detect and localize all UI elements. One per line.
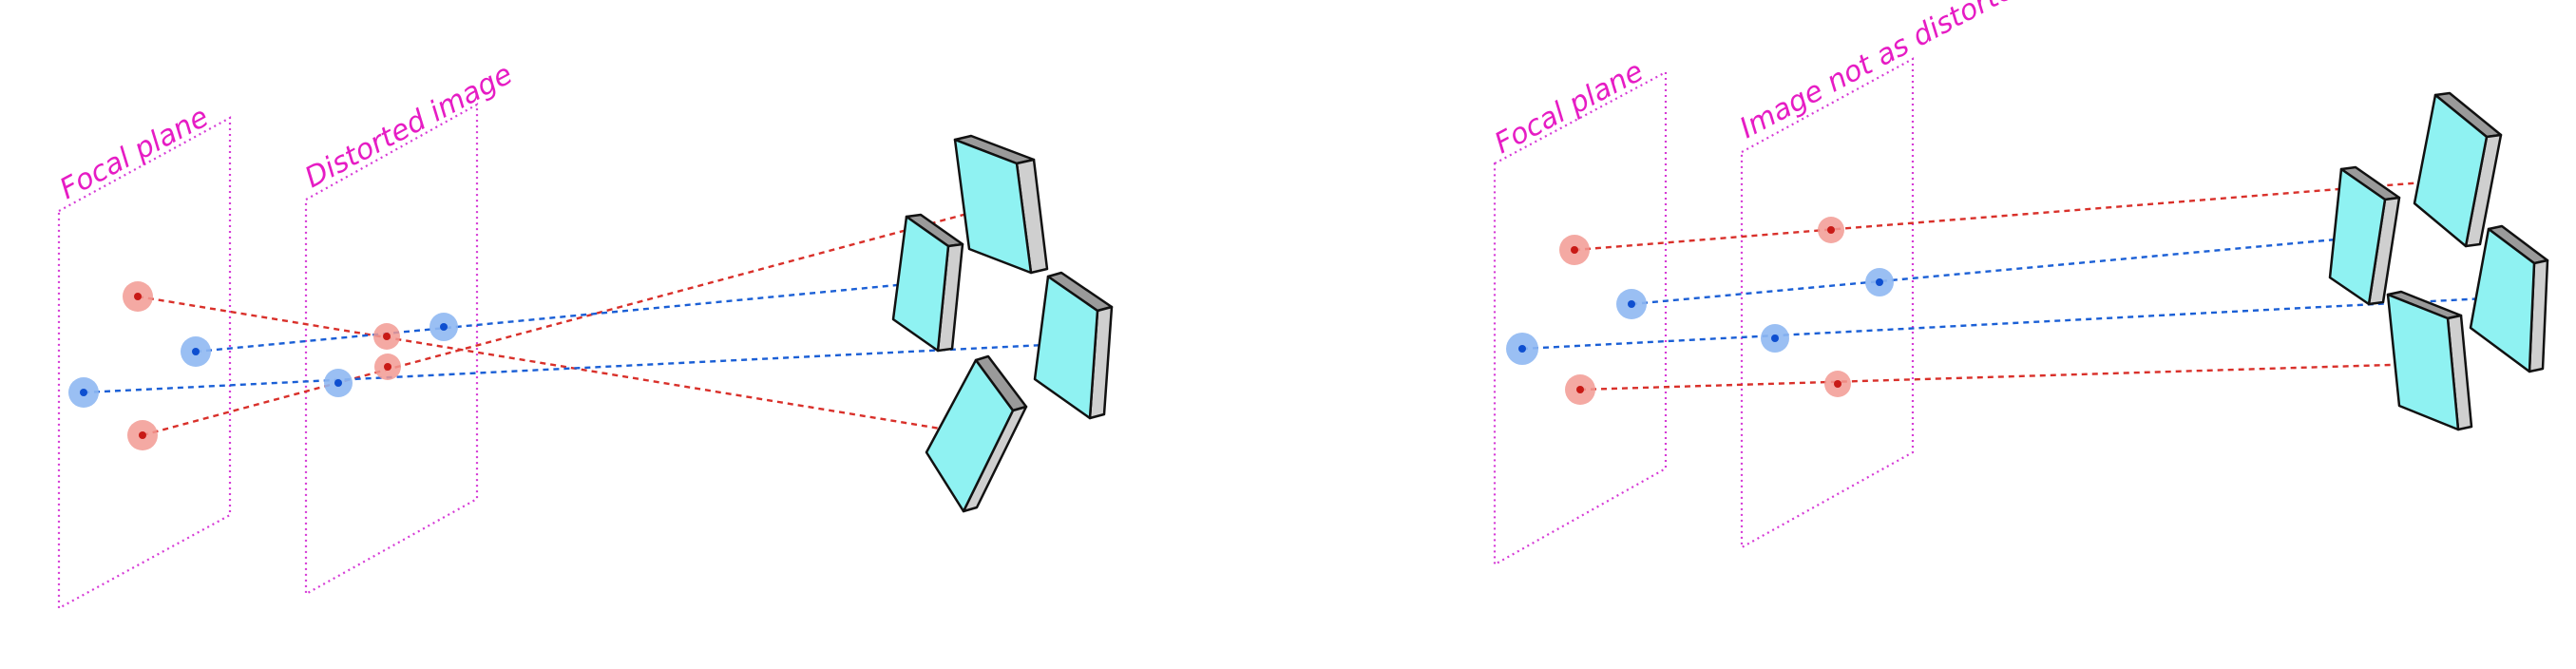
left-focal-plane	[57, 116, 232, 610]
right-blue-ray-lower	[1521, 296, 2505, 351]
left-focal-red-point	[139, 431, 146, 439]
right-focal-plane-label: Focal plane	[1489, 55, 1649, 161]
right-image-plane-label: Image not as distorted	[1734, 0, 2036, 145]
left-image-red-point	[383, 333, 391, 340]
right-red-ray-upper	[1574, 179, 2448, 252]
left-focal-blue-point	[80, 389, 87, 396]
right-focal-red-point	[1571, 246, 1578, 254]
right-image-plane	[1740, 57, 1915, 549]
left-mirror-upper-left	[891, 213, 964, 353]
left-image-blue-point	[334, 379, 342, 387]
left-mirror-bottom	[925, 354, 1028, 513]
right-mirror-left	[2328, 165, 2401, 306]
right-focal-blue-point	[1628, 300, 1635, 308]
left-image-blue-point	[440, 323, 448, 331]
left-focal-plane-label: Focal plane	[54, 101, 214, 206]
right-image-red-point	[1834, 380, 1841, 388]
right-mirror-right	[2469, 224, 2549, 373]
left-focal-blue-point	[192, 348, 200, 355]
left-focal-red-point	[134, 293, 142, 300]
right-image-red-point	[1827, 226, 1835, 234]
left-blue-ray-upper	[195, 281, 918, 354]
right-mirror-top	[2413, 91, 2503, 248]
right-image-blue-point	[1771, 334, 1779, 342]
left-mirror-top	[953, 134, 1049, 275]
left-blue-ray-lower	[83, 342, 1065, 394]
left-red-ray-upper	[137, 295, 970, 435]
right-focal-blue-point	[1518, 345, 1526, 353]
left-red-ray-lower	[142, 202, 1003, 437]
right-mirror-bottom	[2386, 290, 2473, 431]
right-focal-red-point	[1576, 386, 1584, 393]
left-image-red-point	[384, 363, 391, 371]
left-mirror-right	[1033, 271, 1114, 420]
left-panel: Focal plane Distorted image	[54, 58, 1114, 610]
right-image-blue-point	[1876, 278, 1883, 286]
right-red-ray-lower	[1579, 362, 2422, 392]
right-blue-ray-upper	[1631, 236, 2357, 306]
left-image-plane-label: Distorted image	[299, 58, 518, 195]
right-panel: Focal plane Image not as distorted	[1489, 0, 2549, 566]
